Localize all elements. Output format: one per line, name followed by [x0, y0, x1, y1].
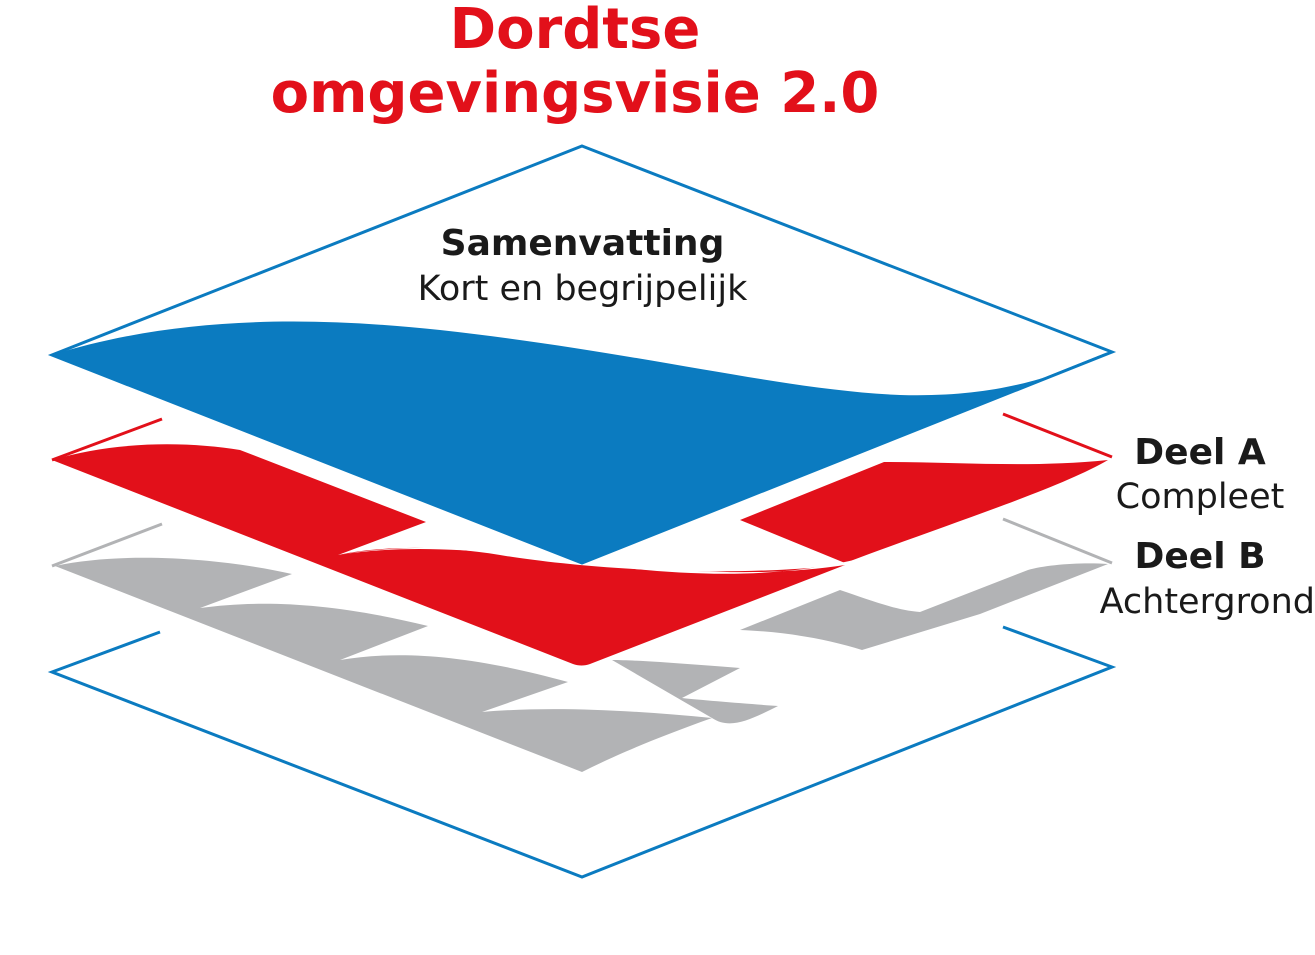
part-a-fill [52, 444, 845, 666]
part-a-fill-right [740, 460, 1108, 563]
part-b-subtitle: Achtergrond [1099, 582, 1315, 622]
part-b-title: Deel B [1134, 536, 1266, 577]
part-b-layer-outline [51, 517, 1113, 568]
part-b-fill-right-2 [740, 563, 1108, 650]
summary-fill [52, 321, 1108, 563]
part-b-fill-right [612, 660, 778, 724]
summary-title: Samenvatting [440, 223, 725, 264]
part-a-subtitle: Compleet [1115, 477, 1285, 517]
diagram-title-line-2: omgevingsvisie 2.0 [270, 61, 880, 126]
diagram-title-line-1: Dordtse [449, 0, 701, 62]
part-b-layer [51, 517, 1113, 772]
base-layer [47, 625, 1117, 879]
part-b-fill [55, 557, 712, 772]
summary-subtitle: Kort en begrijpelijk [417, 269, 748, 309]
part-a-title: Deel A [1134, 432, 1266, 473]
summary-layer [47, 144, 1117, 565]
part-a-layer-outline [51, 412, 1113, 462]
part-a-layer [51, 412, 1113, 666]
base-layer-outline [47, 625, 1117, 879]
